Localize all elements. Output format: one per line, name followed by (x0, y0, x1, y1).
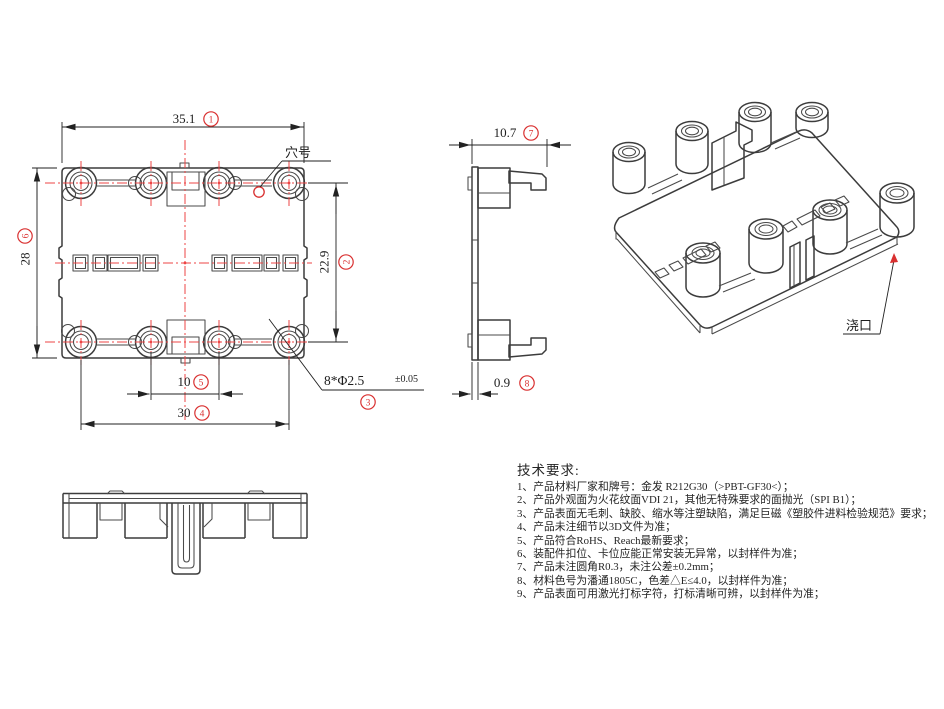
balloon-7: 7 (523, 125, 539, 141)
dim-hole-tolerance: ±0.05 (395, 374, 418, 385)
ribs (99, 503, 271, 521)
balloon-2: 2 (338, 254, 354, 270)
dim-height-left-value: 28 (18, 253, 33, 266)
center-bottom-block (166, 319, 206, 355)
svg-text:2: 2 (342, 259, 352, 264)
tech-requirements: 技术要求: 1、产品材料厂家和牌号：金发 R212G30（>PBT-GF30<）… (517, 459, 941, 602)
centerlines (45, 140, 320, 420)
dim-side-width-value: 10.7 (494, 125, 517, 140)
dim-height-left: 28 6 (17, 167, 57, 359)
iso-boss-near-2 (748, 218, 784, 274)
dim-height-right: 22.9 2 (308, 182, 354, 343)
iso-clip-far (711, 121, 753, 191)
iso-boss-far-4 (795, 101, 829, 139)
balloon-5: 5 (193, 374, 209, 390)
iso-boss-far-1 (612, 141, 646, 195)
tech-requirement-item-3: 3、产品表面无毛刺、缺胶、缩水等注塑缺陷，满足巨磁《塑胶件进料检验规范》要求； (517, 507, 933, 520)
dim-hole-callout-value: 8*Φ2.5 (324, 373, 364, 388)
svg-text:7: 7 (529, 129, 534, 139)
boss-bottom-1 (60, 323, 98, 359)
iso-boss-far-2 (675, 120, 709, 175)
balloon-6: 6 (17, 228, 33, 244)
balloon-1: 1 (203, 111, 219, 127)
top-hook (508, 170, 547, 191)
dim-side-thickness: 0.9 8 (452, 362, 535, 400)
balloon-4: 4 (194, 405, 210, 421)
svg-text:8: 8 (525, 379, 530, 389)
dim-bottom-inner: 10 5 (127, 352, 243, 400)
tech-requirement-item-7: 7、产品未注圆角R0.3，未注公差±0.2mm； (517, 561, 720, 574)
tech-requirement-item-8: 8、材料色号为潘通1805C，色差△E≤4.0，以封样件为准； (517, 574, 794, 587)
tech-requirement-item-9: 9、产品表面可用激光打标字符，打标清晰可辨，以封样件为准； (517, 588, 825, 601)
tech-requirement-item-2: 2、产品外观面为火花纹面VDI 21，其他无特殊要求的面抛光（SPI B1）； (517, 494, 862, 507)
tech-requirement-item-4: 4、产品未注细节以3D文件为准； (517, 521, 676, 534)
iso-clip-near (789, 235, 815, 289)
svg-text:6: 6 (21, 233, 31, 238)
gate-leader (843, 259, 895, 335)
svg-text:5: 5 (199, 378, 204, 388)
dim-hole-callout: 8*Φ2.5 ±0.05 3 (268, 318, 424, 410)
top-bumps (106, 490, 266, 495)
iso-boss-near-3 (812, 199, 848, 255)
tech-requirement-item-1: 1、产品材料厂家和牌号：金发 R212G30（>PBT-GF30<）； (517, 481, 794, 493)
tech-requirement-item-6: 6、装配件扣位、卡位应能正常安装无异常，以封样件为准； (517, 548, 804, 561)
iso-slots (654, 195, 850, 279)
bottom-hook (508, 337, 547, 358)
center-top-block (166, 171, 206, 207)
front-view: 穴号 (45, 140, 331, 420)
iso-boss-near-4 (879, 182, 915, 238)
side-view (467, 166, 547, 361)
iso-rails (647, 131, 883, 293)
dim-side-thickness-value: 0.9 (494, 375, 510, 390)
svg-text:3: 3 (366, 398, 371, 408)
hole-number-circle (253, 186, 265, 198)
svg-text:1: 1 (209, 115, 214, 125)
dim-bottom-outer: 30 4 (80, 360, 290, 430)
section-view (62, 490, 308, 575)
gate-label: 浇口 (846, 318, 872, 333)
isometric-view: 浇口 (612, 101, 915, 335)
dim-side-width: 10.7 7 (449, 125, 571, 167)
dim-bottom-inner-value: 10 (178, 374, 191, 389)
hole-number-label: 穴号 (285, 145, 311, 160)
balloon-8: 8 (519, 375, 535, 391)
dim-width-top: 35.1 1 (61, 111, 305, 163)
hole-number-leader (259, 160, 331, 188)
boss-top-1 (61, 166, 98, 202)
dim-width-top-value: 35.1 (173, 111, 196, 126)
tech-requirements-title: 技术要求: (517, 463, 580, 478)
dim-bottom-outer-value: 30 (178, 405, 191, 420)
center-channel (171, 503, 201, 575)
rails (97, 179, 272, 346)
gate-arrow (890, 253, 898, 263)
balloon-3: 3 (360, 394, 376, 410)
svg-text:4: 4 (200, 409, 205, 419)
dim-height-right-value: 22.9 (317, 251, 332, 274)
iso-boss-near-1 (685, 242, 721, 298)
tech-requirement-item-5: 5、产品符合RoHS、Reach最新要求； (517, 534, 695, 547)
iso-boss-far-3 (738, 101, 772, 154)
